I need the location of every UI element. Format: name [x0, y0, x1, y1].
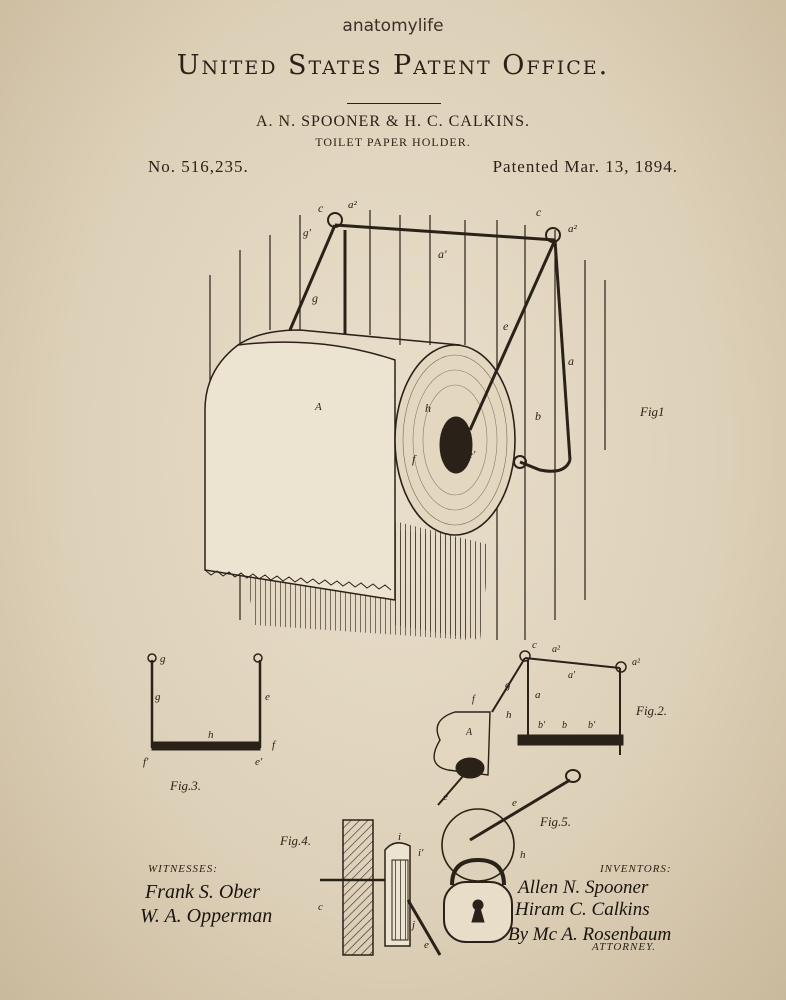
witness-signature-1: Frank S. Ober	[144, 881, 260, 903]
fig1-label-a1: a'	[438, 247, 447, 261]
witnesses-heading: WITNESSES:	[148, 863, 218, 875]
fig1-label-a2: a²	[348, 199, 358, 211]
figure-4: i i' c j e Fig.4.	[279, 819, 442, 956]
fig3-label-g-lower: g	[155, 691, 161, 703]
patent-date: Patented Mar. 13, 1894.	[492, 157, 678, 176]
inventor-signature-2: Hiram C. Calkins	[514, 899, 650, 920]
fig5-label-h: h	[520, 849, 526, 861]
fig2-label-a2-right: a²	[632, 657, 641, 668]
patent-office-heading: United States Patent Office.	[176, 50, 610, 81]
figure-2: c a² a² a' g a f h b' b b' A e Fig.2.	[433, 639, 667, 806]
fig3-label-g: g	[160, 653, 166, 665]
fig1-label-e: e	[503, 319, 509, 333]
fig4-label-c: c	[318, 901, 323, 913]
fig1-label-c: c	[318, 201, 324, 215]
inventor-signature-1: Allen N. Spooner	[516, 877, 649, 898]
fig2-caption: Fig.2.	[635, 703, 667, 718]
fig1-label-a: a	[568, 354, 574, 368]
fig1-label-a2-right: a²	[568, 223, 578, 235]
fig5-caption: Fig.5.	[539, 814, 571, 829]
fig2-label-b1-right: b'	[588, 720, 596, 731]
figure-1: c a² g' c a² a' g e a A h b f e' Fig1	[204, 199, 665, 640]
fig3-label-f1: f'	[143, 756, 149, 768]
fig2-label-b: b	[562, 720, 567, 731]
fig2-label-h: h	[506, 709, 512, 721]
fig2-label-f: f	[472, 694, 476, 705]
fig2-label-b1: b'	[538, 720, 546, 731]
fig4-caption: Fig.4.	[279, 833, 311, 848]
fig1-label-f: f	[412, 452, 417, 466]
fig3-label-h: h	[208, 729, 214, 741]
figure-3: g g e h f f' e' Fig.3.	[143, 653, 277, 793]
inventors-heading: INVENTORS:	[599, 863, 672, 875]
figure-5: e h Fig.5.	[441, 769, 581, 943]
fig2-label-a1: a'	[568, 670, 576, 681]
fig2-label-a: a	[535, 689, 541, 701]
fig2-label-A: A	[465, 727, 473, 738]
fig1-caption: Fig1	[639, 404, 665, 419]
fig5-label-e: e	[512, 797, 517, 809]
fig3-label-f: f	[272, 739, 277, 751]
fig4-label-i1: i'	[418, 847, 424, 859]
fig4-label-j: j	[410, 919, 415, 931]
inventor-names: A. N. SPOONER & H. C. CALKINS.	[255, 113, 531, 130]
fig1-label-c-right: c	[536, 205, 542, 219]
patent-drawing: c a² g' c a² a' g e a A h b f e' Fig1 g …	[140, 199, 672, 956]
heading-divider	[347, 103, 441, 104]
fig1-label-g1: g'	[303, 227, 312, 239]
attorney-signature: By Mc A. Rosenbaum	[508, 924, 671, 945]
fig2-label-e: e	[443, 791, 448, 803]
patent-number: No. 516,235.	[148, 157, 249, 176]
fig2-label-c: c	[532, 639, 537, 651]
fig2-label-g: g	[505, 679, 511, 691]
fig3-caption: Fig.3.	[169, 778, 201, 793]
fig1-label-e1: e'	[468, 449, 476, 461]
attorney-heading: ATTORNEY.	[591, 941, 656, 953]
fig1-label-b: b	[535, 409, 541, 423]
fig4-label-e: e	[424, 939, 429, 951]
fig3-label-e1: e'	[255, 756, 263, 768]
brand-watermark: anatomylife	[342, 16, 444, 36]
fig1-label-A: A	[314, 401, 322, 413]
witness-signature-2: W. A. Opperman	[140, 905, 272, 927]
fig2-label-a2: a²	[552, 644, 561, 655]
fig3-label-e: e	[265, 691, 270, 703]
invention-title: TOILET PAPER HOLDER.	[315, 135, 471, 149]
fig1-label-h: h	[425, 401, 431, 415]
fig4-label-i: i	[398, 831, 401, 843]
fig1-label-g: g	[312, 291, 318, 305]
